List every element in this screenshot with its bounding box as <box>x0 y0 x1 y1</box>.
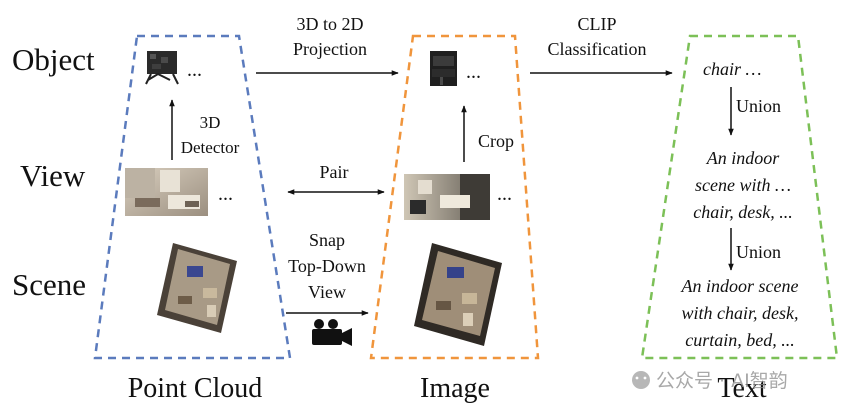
point-cloud-object-ellipsis: ... <box>187 59 202 81</box>
row-label-view: View <box>20 158 86 193</box>
point-cloud-view-ellipsis: ... <box>218 183 233 205</box>
union-label-1: Union <box>736 96 781 116</box>
text-view-caption-line3: chair, desk, ... <box>693 202 792 222</box>
column-label-text: Text <box>717 373 767 404</box>
image-scene-thumbnail <box>414 243 502 346</box>
clip-label-line1: CLIP <box>577 14 616 34</box>
image-object-ellipsis: ... <box>466 61 481 83</box>
snap-label-line1: Snap <box>309 230 345 250</box>
text-object-label: chair … <box>703 59 762 79</box>
text-column-border <box>640 34 839 360</box>
crop-label: Crop <box>478 131 514 151</box>
detector-label-line1: 3D <box>200 113 221 132</box>
watermark-text: 公众号 · AI智韵 <box>656 370 788 392</box>
row-label-scene: Scene <box>12 267 86 302</box>
text-view-caption-line2: scene with … <box>695 175 791 195</box>
column-label-point-cloud: Point Cloud <box>128 373 263 404</box>
text-scene-caption-line3: curtain, bed, ... <box>685 330 795 350</box>
snap-label-line3: View <box>308 282 346 302</box>
image-view-ellipsis: ... <box>497 183 512 205</box>
point-cloud-view-thumbnail <box>125 168 208 216</box>
text-scene-caption-line1: An indoor scene <box>681 276 799 296</box>
watermark: 公众号 · AI智韵 <box>632 370 788 392</box>
row-label-object: Object <box>12 42 95 77</box>
image-column-border <box>369 34 540 360</box>
text-scene-caption-line2: with chair, desk, <box>682 303 799 323</box>
point-cloud-object-thumbnail <box>145 51 179 85</box>
point-cloud-scene-thumbnail <box>157 243 237 333</box>
video-camera-icon <box>312 319 352 346</box>
image-object-thumbnail <box>430 51 457 86</box>
column-label-image: Image <box>420 373 490 404</box>
clip-label-line2: Classification <box>548 39 647 59</box>
snap-label-line2: Top-Down <box>288 256 366 276</box>
pair-label: Pair <box>320 162 349 182</box>
union-label-2: Union <box>736 242 781 262</box>
point-cloud-column-border <box>93 34 292 360</box>
projection-label-line1: 3D to 2D <box>297 14 364 34</box>
wechat-icon <box>632 371 650 389</box>
text-view-caption-line1: An indoor <box>706 148 780 168</box>
image-view-thumbnail <box>404 174 490 220</box>
detector-label-line2: Detector <box>181 138 240 157</box>
projection-label-line2: Projection <box>293 39 367 59</box>
